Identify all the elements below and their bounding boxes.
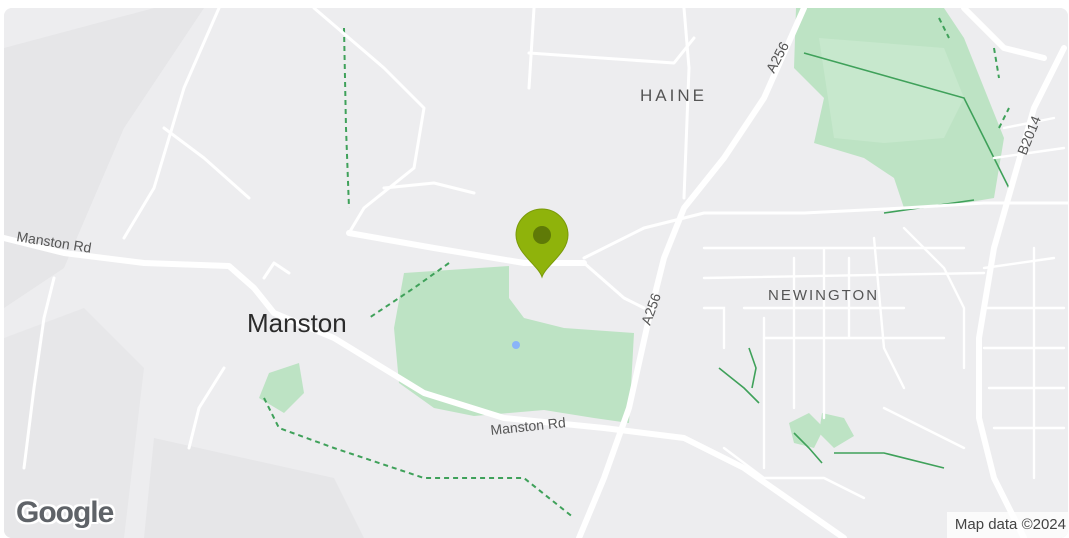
map-pin-icon[interactable] — [515, 208, 569, 279]
footpath-north — [343, 27, 350, 209]
label-newington: NEWINGTON — [768, 287, 879, 304]
road-northeast — [961, 8, 1047, 61]
road-far-west — [22, 276, 56, 470]
map-attribution[interactable]: Map data ©2024 — [946, 512, 1068, 538]
road-north-farm — [382, 181, 476, 195]
street-14 — [982, 256, 1056, 270]
a256-road — [576, 8, 807, 538]
street-11 — [722, 446, 866, 500]
footpath-northeast — [938, 17, 1010, 129]
map-svg: HAINE NEWINGTON Manston Manston Rd Manst… — [4, 8, 1068, 538]
park-small-west — [259, 363, 304, 413]
map-canvas[interactable]: HAINE NEWINGTON Manston Manston Rd Manst… — [4, 8, 1068, 538]
label-haine: HAINE — [640, 86, 707, 105]
land-tint-south — [144, 438, 364, 538]
green-line-6 — [793, 432, 823, 464]
footpaths — [263, 17, 1010, 519]
footpath-south — [263, 397, 575, 519]
label-manston-rd-south: Manston Rd — [490, 414, 567, 438]
street-10 — [902, 226, 966, 370]
road-central-north — [312, 8, 426, 235]
park-newington-2 — [819, 413, 854, 448]
street-12 — [882, 406, 966, 450]
land-tint-west — [4, 8, 204, 308]
road-west-link — [162, 126, 251, 200]
minor-roads — [22, 8, 1068, 470]
water-pond — [512, 341, 520, 349]
main-roads — [4, 8, 1067, 538]
park-northeast-inner — [819, 38, 964, 143]
road-west-north — [122, 8, 221, 240]
land-tint-southwest — [4, 308, 144, 538]
manston-road — [4, 235, 847, 538]
road-north-stub — [527, 8, 536, 90]
road-east-link — [582, 201, 1068, 260]
parks — [259, 8, 1004, 448]
residential-streets — [702, 116, 1066, 500]
b2014-road — [976, 45, 1067, 538]
road-manston-south — [187, 366, 226, 450]
green-line-3 — [718, 367, 760, 404]
street-21 — [992, 146, 1066, 160]
park-newington-1 — [789, 413, 824, 448]
street-7 — [872, 236, 906, 390]
road-junction-south — [582, 261, 646, 310]
road-haine-south — [682, 8, 691, 200]
road-manston-loop — [262, 261, 291, 280]
label-manston: Manston — [247, 308, 347, 338]
manston-road-east — [346, 230, 587, 266]
google-logo: Google — [16, 496, 114, 529]
green-line-4 — [748, 347, 757, 389]
green-line-5 — [834, 452, 945, 469]
street-2 — [702, 271, 986, 280]
street-13 — [702, 306, 726, 350]
